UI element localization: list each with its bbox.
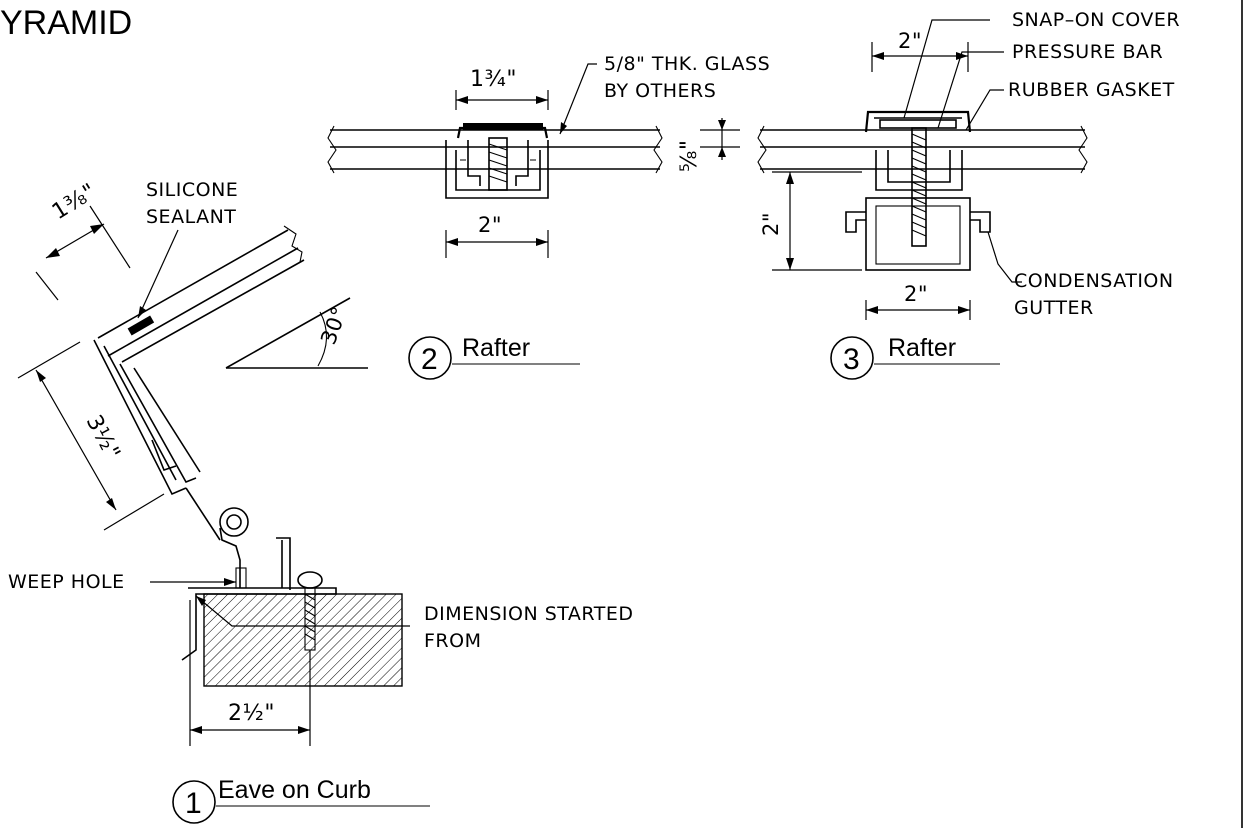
detail-1-number: 1: [185, 787, 202, 820]
label-pressure-bar: PRESSURE BAR: [1012, 41, 1163, 63]
label-silicone-1: SILICONE: [146, 179, 238, 201]
label-snap-on-cover: SNAP–ON COVER: [1012, 9, 1180, 31]
detail-1-eave: 30° 1⅜" 3½" 2½" SILICONE SEALANT WEEP HO…: [8, 179, 633, 824]
detail-3-title: Rafter: [888, 334, 956, 362]
dim-slope-angle: 30°: [316, 303, 352, 348]
detail-1-title: Eave on Curb: [218, 776, 371, 804]
label-rubber-gasket: RUBBER GASKET: [1008, 79, 1175, 101]
detail-2-title: Rafter: [462, 334, 530, 362]
dim-rafter2-top: 1¾": [470, 67, 517, 92]
detail-3-number: 3: [843, 343, 860, 376]
drawing-title: YRAMID: [0, 4, 132, 42]
dim-rafter3-bottom: 2": [904, 282, 928, 306]
dim-rafter2-bottom: 2": [478, 213, 502, 237]
label-dimension-1: DIMENSION STARTED: [424, 603, 633, 625]
dim-eave-side: 3½": [81, 411, 125, 464]
detail-2-number: 2: [421, 343, 438, 376]
dim-eave-base: 2½": [228, 701, 275, 726]
glass-label-line1: 5/8" THK. GLASS: [604, 53, 770, 75]
detail-2-rafter: 1¾" 2" 5/8" THK. GLASS BY OTHERS ⅝" 2 Ra…: [327, 53, 770, 380]
label-dimension-2: FROM: [424, 630, 481, 652]
dim-glass-thickness: ⅝": [677, 140, 702, 172]
dim-rafter3-cover: 2": [898, 29, 922, 53]
label-weep-hole: WEEP HOLE: [8, 571, 125, 593]
label-condensation-1: CONDENSATION: [1014, 270, 1174, 292]
label-condensation-2: GUTTER: [1014, 297, 1094, 319]
dim-rafter3-height: 2": [759, 212, 783, 236]
dim-eave-top: 1⅜": [48, 179, 101, 225]
label-silicone-2: SEALANT: [146, 206, 236, 228]
glass-label-line2: BY OTHERS: [604, 80, 716, 102]
detail-3-rafter: 2" 2" 2" SNAP–ON COVER PRESSURE BAR RUBB…: [757, 9, 1180, 380]
